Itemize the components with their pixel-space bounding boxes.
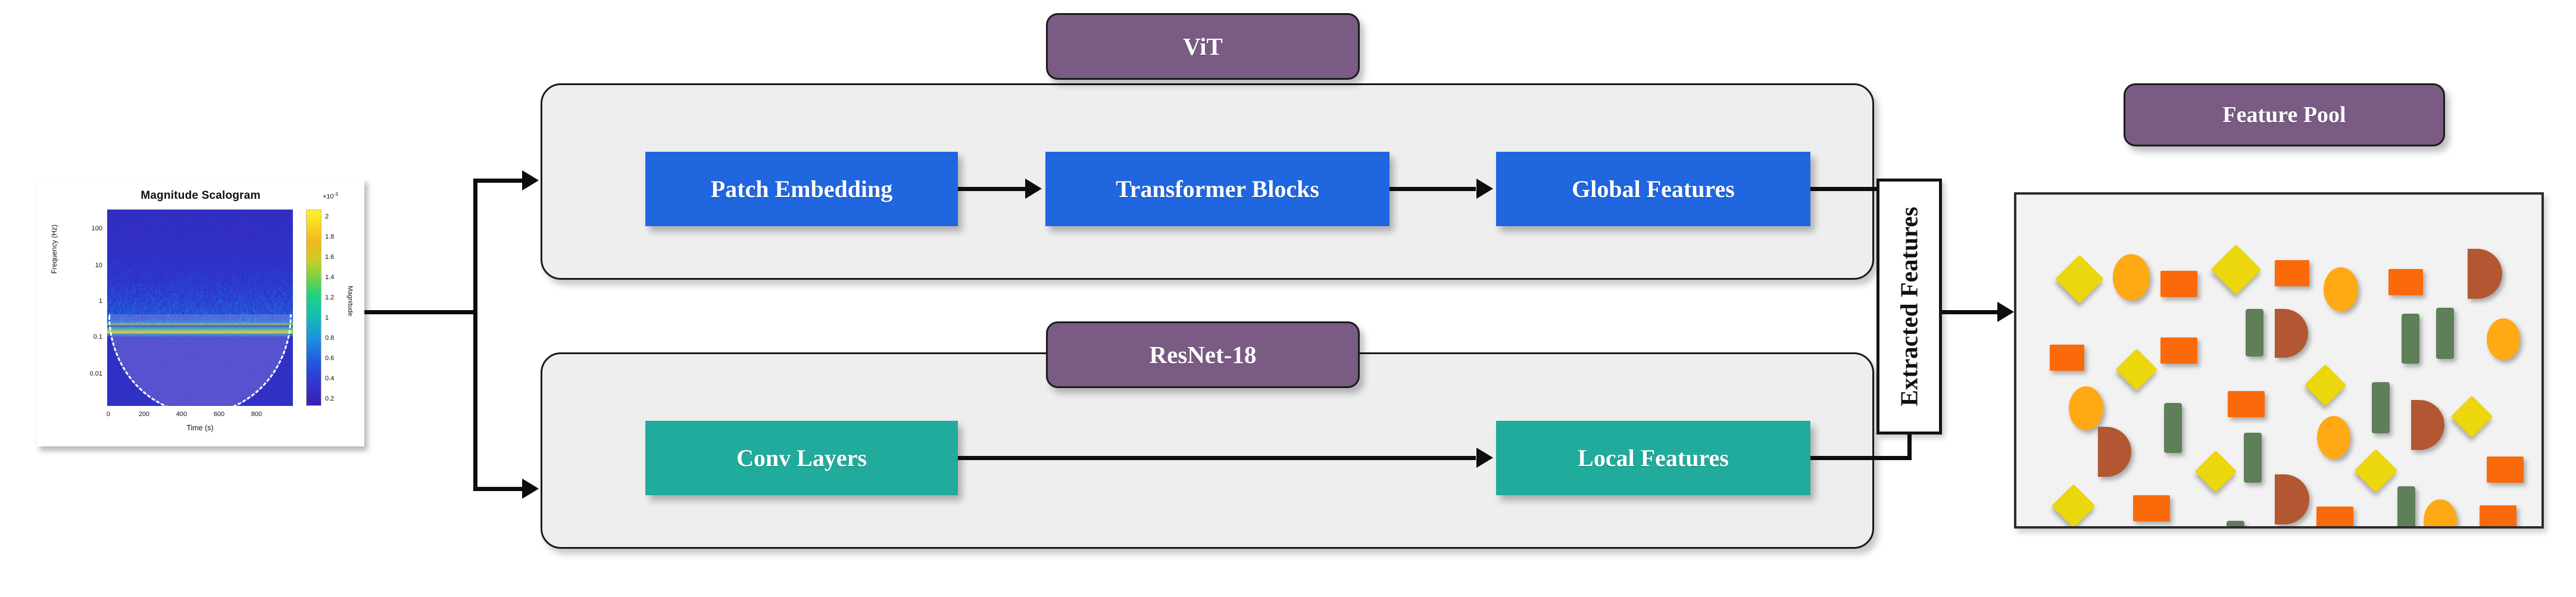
feature-shape-diamond (2054, 254, 2104, 304)
scalogram-ytick-100: 100 (91, 225, 102, 232)
scalogram-xtick-800: 800 (251, 411, 263, 418)
block-patch-embedding[interactable]: Patch Embedding (645, 152, 958, 226)
scalogram-ytick-10: 10 (95, 262, 102, 269)
feature-shape-dshape (2275, 474, 2309, 524)
colorbar-tick-0.4: 0.4 (325, 375, 335, 382)
scalogram-xtick-200: 200 (138, 411, 150, 418)
feature-shape-vrect (2402, 314, 2419, 364)
arrowhead-to-vit (522, 170, 539, 190)
arrowhead-to-resnet (522, 479, 539, 499)
feature-shape-diamond (2450, 395, 2493, 438)
feature-shape-rect (2160, 271, 2197, 297)
feature-shape-dshape (2411, 400, 2444, 450)
scalogram-xtick-600: 600 (213, 411, 225, 418)
block-local-features[interactable]: Local Features (1496, 421, 1810, 495)
feature-shape-rect (2487, 457, 2524, 483)
colorbar-axis-label: Magnitude (346, 286, 354, 317)
feature-pool-header[interactable]: Feature Pool (2124, 83, 2445, 146)
colorbar-tick-2: 2 (325, 213, 329, 220)
colorbar-exponent: ×10-3 (323, 192, 338, 201)
scalogram-xtick-0: 0 (106, 411, 111, 418)
feature-shape-circle (2324, 267, 2358, 311)
scalogram-ytick-0.01: 0.01 (89, 370, 102, 377)
feature-shape-dshape (2468, 249, 2502, 299)
feature-shape-vrect (2372, 382, 2390, 433)
arrowhead-conv-to-local (1476, 448, 1493, 468)
feature-shape-vrect (2164, 403, 2182, 453)
colorbar-tick-0.8: 0.8 (325, 335, 335, 342)
feature-shape-circle (2113, 254, 2150, 301)
scalogram-x-axis-label: Time (s) (186, 424, 214, 432)
feature-shape-vrect (2227, 521, 2244, 526)
extracted-features-label: Extracted Features (1896, 207, 1924, 407)
colorbar-tick-1.6: 1.6 (325, 254, 335, 261)
extracted-features-box: Extracted Features (1876, 179, 1942, 435)
scalogram-plot-area (107, 210, 293, 406)
feature-shape-dshape (2275, 309, 2308, 358)
feature-shape-circle (2317, 416, 2350, 459)
feature-shape-diamond (2210, 244, 2262, 295)
feature-shape-vrect (2436, 308, 2454, 359)
feature-pool-panel (2014, 192, 2544, 529)
colorbar-tick-1: 1 (325, 314, 329, 321)
connector-conv-to-local (958, 456, 1476, 460)
scalogram-ytick-1: 1 (98, 298, 102, 305)
feature-shape-rect (2133, 495, 2170, 521)
feature-shape-rect (2480, 505, 2516, 526)
feature-shape-vrect (2397, 486, 2415, 526)
resnet-branch-header[interactable]: ResNet-18 (1046, 321, 1360, 388)
connector-split-vertical (473, 179, 477, 491)
vit-branch-header[interactable]: ViT (1046, 13, 1360, 80)
scalogram-y-axis-label: Frequency (Hz) (50, 224, 58, 274)
connector-to-vit (473, 179, 524, 183)
block-transformer-blocks[interactable]: Transformer Blocks (1045, 152, 1390, 226)
feature-shape-rect (2388, 269, 2423, 295)
scalogram-xtick-400: 400 (176, 411, 188, 418)
feature-shape-rect (2275, 260, 2309, 286)
feature-shape-diamond (2052, 484, 2096, 526)
connector-merge-to-pool (1942, 310, 2002, 314)
colorbar-tick-1.8: 1.8 (325, 233, 335, 240)
scalogram-colorbar (306, 210, 321, 406)
block-global-features[interactable]: Global Features (1496, 152, 1810, 226)
feature-shape-vrect (2244, 433, 2262, 483)
feature-shape-circle (2487, 318, 2520, 360)
feature-shape-circle (2424, 499, 2457, 526)
feature-shape-rect (2050, 345, 2084, 371)
colorbar-tick-1.4: 1.4 (325, 274, 335, 281)
feature-shape-diamond (2194, 450, 2237, 493)
feature-shape-circle (2069, 386, 2103, 430)
feature-shape-diamond (2304, 364, 2347, 407)
connector-local-to-merge (1810, 456, 1912, 460)
feature-shape-rect (2160, 337, 2197, 364)
connector-global-to-merge (1810, 187, 1912, 191)
arrowhead-merge-to-pool (1997, 302, 2014, 322)
feature-shape-dshape (2098, 427, 2131, 477)
feature-shape-vrect (2246, 309, 2263, 357)
connector-transformer-to-global (1390, 187, 1476, 191)
feature-shape-rect (2316, 507, 2353, 526)
connector-to-resnet (473, 487, 524, 491)
connector-patch-to-transformer (958, 187, 1026, 191)
input-scalogram-card: Magnitude Scalogram 100 10 1 0.1 0.01 Fr… (37, 179, 364, 446)
feature-shape-diamond (2115, 348, 2158, 391)
block-conv-layers[interactable]: Conv Layers (645, 421, 958, 495)
arrowhead-transformer-to-global (1476, 179, 1493, 199)
colorbar-tick-0.6: 0.6 (325, 355, 335, 362)
scalogram-ytick-0.1: 0.1 (93, 333, 102, 340)
arrowhead-patch-to-transformer (1025, 179, 1042, 199)
feature-shape-rect (2228, 391, 2265, 417)
scalogram-title: Magnitude Scalogram (140, 189, 261, 202)
colorbar-tick-1.2: 1.2 (325, 294, 335, 301)
connector-input-trunk (364, 310, 477, 314)
colorbar-tick-0.2: 0.2 (325, 395, 335, 402)
feature-shape-diamond (2354, 449, 2398, 493)
